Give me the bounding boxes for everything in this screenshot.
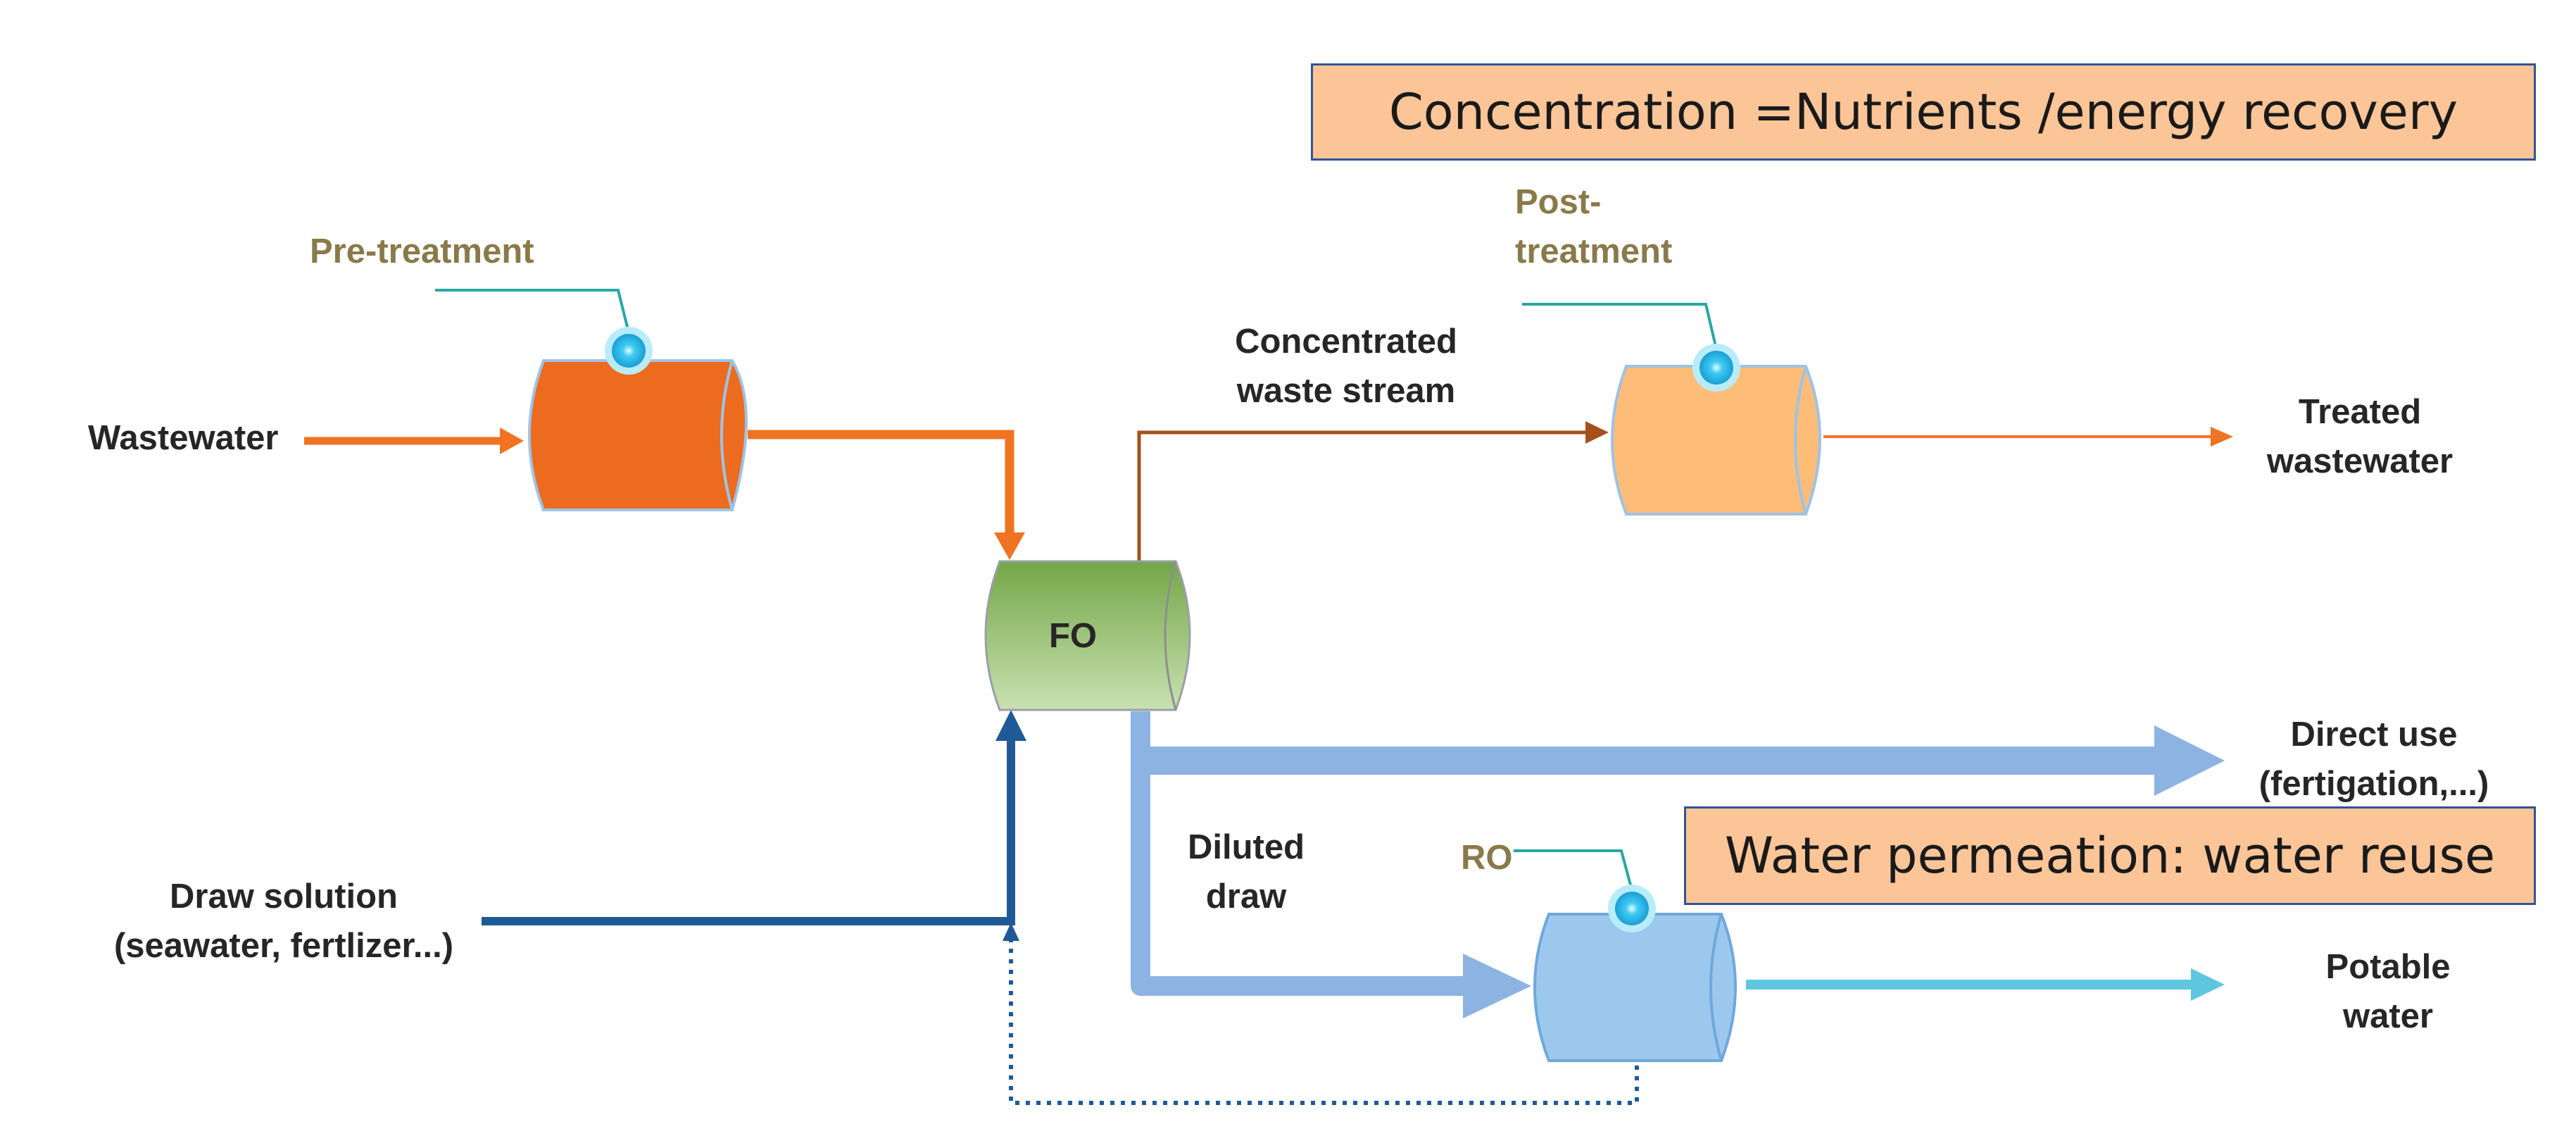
potable-outlet-arrow [1746, 968, 2225, 1001]
draw-solution-label-line2: (seawater, fertlizer...) [113, 927, 454, 965]
posttreatment-tank [1611, 365, 1821, 516]
draw-recycle-dotted-line [1003, 923, 1639, 1105]
direct-use-flow-arrow [1141, 725, 2225, 796]
pretreatment-tank [528, 359, 748, 511]
ro-sensor [1514, 849, 1656, 932]
wastewater-label: Wastewater [88, 419, 279, 457]
treated-outlet-arrow [1823, 427, 2233, 447]
concentration-banner: Concentration =Nutrients /energy recover… [1311, 63, 2536, 161]
fo-membrane-module [984, 560, 1191, 711]
diluted-draw-label-line1: Diluted [1187, 828, 1305, 866]
concentrated-stream-label-line2: waste stream [1236, 372, 1456, 410]
ro-tank [1533, 913, 1737, 1062]
draw-solution-flow-arrow [482, 710, 1026, 925]
direct-use-label-line1: Direct use [2290, 716, 2458, 754]
concentrated-stream-label-line1: Concentrated [1235, 323, 1457, 361]
diluted-draw-flow-arrow [1131, 711, 1531, 1018]
potable-water-label-line2: water [2342, 997, 2434, 1035]
posttreatment-label-line2: treatment [1515, 232, 1673, 270]
pretreatment-to-fo-arrow [748, 430, 1025, 560]
wastewater-inlet-arrow [304, 427, 524, 454]
treated-wastewater-label-line2: wastewater [2266, 442, 2454, 480]
treated-wastewater-label-line1: Treated [2298, 393, 2422, 431]
direct-use-label-line2: (fertigation,...) [2258, 765, 2489, 803]
potable-water-label-line1: Potable [2325, 948, 2451, 986]
concentrate-flow-arrow [1137, 421, 1609, 563]
posttreatment-sensor [1522, 303, 1740, 392]
ro-label: RO [1461, 839, 1513, 877]
pretreatment-sensor [435, 289, 653, 375]
draw-solution-label-line1: Draw solution [170, 878, 398, 916]
posttreatment-label-line1: Post- [1515, 183, 1602, 221]
diluted-draw-label-line2: draw [1205, 878, 1287, 916]
fo-label: FO [1049, 617, 1098, 655]
water-reuse-banner: Water permeation: water reuse [1684, 806, 2536, 905]
pretreatment-label: Pre-treatment [310, 232, 534, 270]
